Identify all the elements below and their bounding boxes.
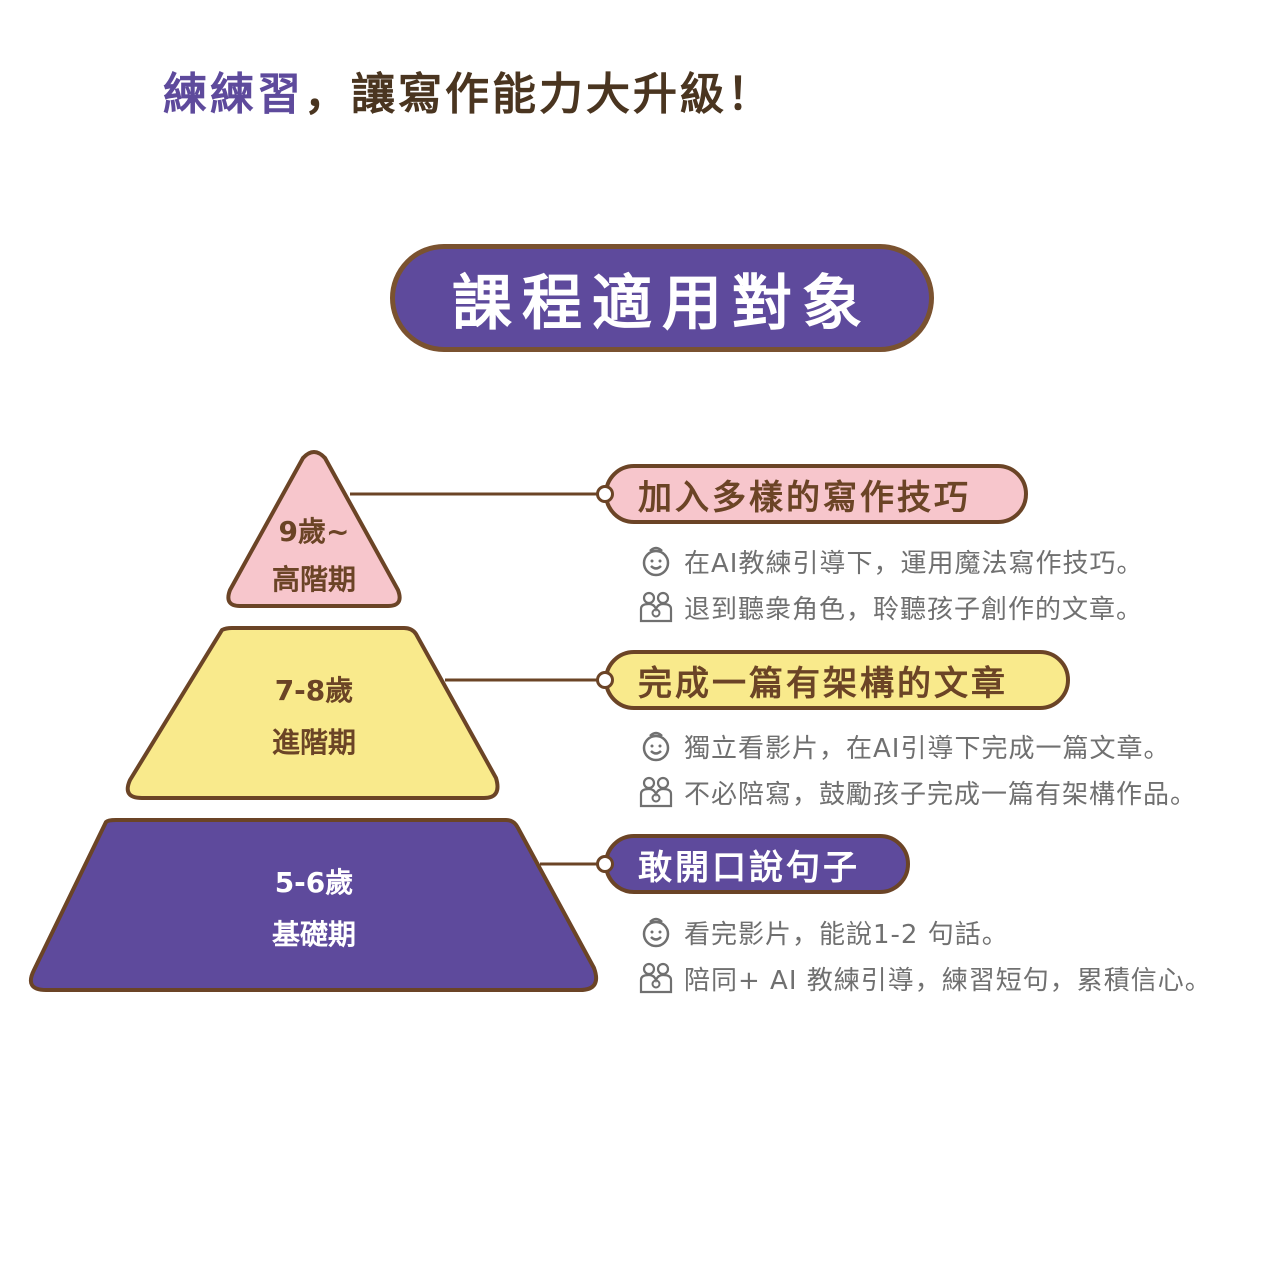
parent-desc-intermediate: 不必陪寫，鼓勵孩子完成一篇有架構作品。 (638, 772, 1197, 812)
goal-tag-basic: 敢開口說句子 (596, 834, 910, 894)
parent-desc-text: 不必陪寫，鼓勵孩子完成一篇有架構作品。 (684, 779, 1198, 810)
headline-rest: ，讓寫作能力大升級！ (304, 69, 774, 120)
goal-text: 敢開口說句子 (638, 847, 860, 888)
parent-desc-text: 陪同+ AI 教練引導，練習短句，累積信心。 (684, 965, 1212, 996)
goal-text: 加入多樣的寫作技巧 (638, 477, 971, 518)
goal-tag-advanced: 加入多樣的寫作技巧 (596, 464, 1028, 524)
tier-top-stage: 高階期 (271, 563, 356, 596)
child-desc-text: 在AI教練引導下，運用魔法寫作技巧。 (684, 548, 1144, 579)
connector-knob (596, 671, 614, 689)
tier-bottom-stage: 基礎期 (271, 918, 356, 951)
tier-bottom-age: 5-6歲 (274, 866, 354, 899)
tier-middle-trapezoid (125, 626, 500, 800)
section-title-pill: 課程適用對象 (390, 244, 934, 352)
headline-accent: 練練習 (163, 69, 304, 120)
section-title: 課程適用對象 (452, 268, 872, 339)
parent-desc-text: 退到聽衆角色，聆聽孩子創作的文章。 (684, 594, 1144, 625)
parent-child-icon (639, 591, 673, 623)
connector-knob (596, 485, 614, 503)
goal-tag-intermediate: 完成一篇有架構的文章 (596, 650, 1070, 710)
tier-top-triangle (226, 450, 402, 608)
child-desc-text: 看完影片，能說1-2 句話。 (684, 919, 1009, 950)
headline: 練練習，讓寫作能力大升級！ (163, 58, 774, 122)
parent-desc-basic: 陪同+ AI 教練引導，練習短句，累積信心。 (638, 958, 1212, 998)
parent-child-icon (639, 776, 673, 808)
child-desc-basic: 看完影片，能說1-2 句話。 (638, 912, 1009, 952)
parent-desc-advanced: 退到聽衆角色，聆聽孩子創作的文章。 (638, 587, 1143, 627)
tier-bottom-label: 5-6歲 基礎期 (214, 857, 414, 961)
child-desc-intermediate: 獨立看影片，在AI引導下完成一篇文章。 (638, 726, 1170, 766)
parent-child-icon (639, 962, 673, 994)
tier-bottom-trapezoid (29, 818, 599, 992)
tier-middle-label: 7-8歲 進階期 (214, 665, 414, 769)
goal-text: 完成一篇有架構的文章 (638, 663, 1008, 704)
child-desc-advanced: 在AI教練引導下，運用魔法寫作技巧。 (638, 541, 1143, 581)
child-face-icon (642, 917, 670, 948)
tier-middle-age: 7-8歲 (274, 674, 354, 707)
child-desc-text: 獨立看影片，在AI引導下完成一篇文章。 (684, 733, 1171, 764)
tier-top-label: 9歲~ 高階期 (214, 508, 414, 604)
child-face-icon (642, 731, 670, 762)
child-face-icon (642, 546, 670, 577)
connector-knob (596, 855, 614, 873)
tier-top-age: 9歲~ (278, 515, 350, 548)
tier-middle-stage: 進階期 (271, 726, 356, 759)
